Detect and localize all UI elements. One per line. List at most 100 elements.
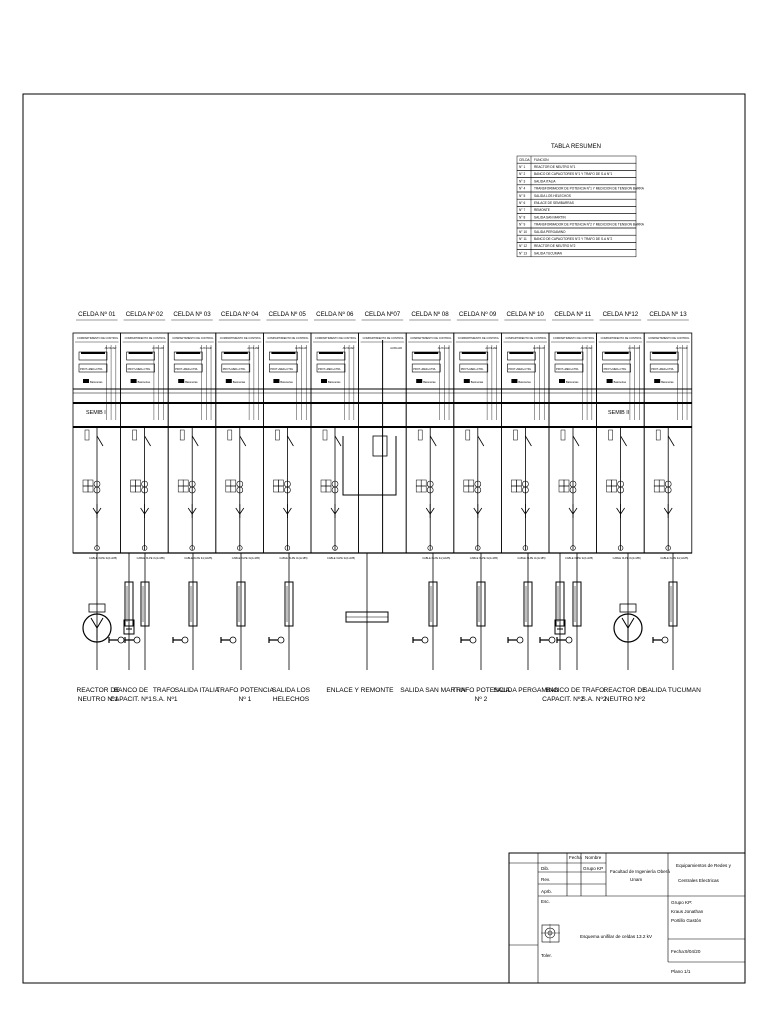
summary-cell-id: N° 3 [519, 179, 525, 183]
feeder-5 [220, 553, 246, 670]
feeder-label: SALIDA SAN MARTIN [400, 687, 466, 694]
indicator [130, 379, 137, 383]
cable-terminal-icon [284, 545, 291, 551]
indicator [559, 379, 565, 383]
auxiliary-label: AUXILIAR [152, 346, 164, 350]
summary-cell-function: TRANSFORMADOR DE POTENCIA N°1 Y MEDICION… [534, 187, 645, 191]
tb-group: Grupo KP [583, 866, 603, 871]
projection-symbol-icon [541, 924, 560, 943]
feeder-10 [507, 553, 533, 670]
cell-title: CELDA Nº 09 [459, 311, 497, 318]
summary-cell-function: SALIDA TUCUMAN [534, 251, 563, 255]
protection-label: PROT+MED+CTRL [556, 367, 579, 371]
cell-title: CELDA Nº 05 [269, 311, 307, 318]
feeder-label-line1: BANCO DE [114, 687, 149, 694]
protection-label: PROT+MED+CTRL [128, 367, 151, 371]
tb-team-3: Portillo Gastón [671, 918, 702, 923]
neutral-reactor-icon [613, 613, 643, 643]
protection-label: PROT+MED+CTRL [413, 367, 436, 371]
feeder-3 [124, 553, 150, 670]
summary-cell-function: BANCO DE CAPACITORES N°1 Y TRAFO DE S.A … [534, 172, 612, 176]
protection-label: PROT+MED+CTRL [270, 367, 293, 371]
auxiliary-label: AUXILIAR [295, 346, 307, 350]
compartment-label: COMPARTIMIENTO DE CONTROL [410, 336, 452, 340]
tb-rev: Rev. [541, 877, 550, 882]
compartment-label: COMPARTIMIENTO DE CONTROL [458, 336, 500, 340]
auxiliary-label: AUXILIAR [628, 346, 640, 350]
compartment-label: COMPARTIMIENTO DE CONTROL [172, 336, 214, 340]
indicator [416, 379, 423, 383]
feeder-label-line1: TRAFO POTENCIA [216, 687, 274, 694]
summary-title: TABLA RESUMEN [551, 144, 601, 150]
tb-nombre: Nombre [585, 855, 602, 860]
drawing-frame [22, 93, 746, 984]
cell-title: CELDA Nº07 [365, 311, 401, 318]
feeder-6 [268, 553, 294, 670]
feeder-label-line1: TRAFO. [582, 687, 606, 694]
feeder-label: SALIDA PERGAMINO [493, 687, 558, 694]
feeder-7 [345, 553, 389, 670]
feeder-label-line1: BANCO DE [546, 687, 581, 694]
protection-label: PROT+MED+CTRL [651, 367, 674, 371]
feeder-12 [556, 553, 582, 670]
summary-cell-function: REACTOR DE NEUTRO N°1 [534, 165, 576, 169]
protection-label: PROT+MED+CTRL [175, 367, 198, 371]
feeder-13 [613, 553, 643, 670]
auxiliary-label: AUXILIAR [438, 346, 450, 350]
feeder-label-line1: SALIDA LOS [272, 687, 311, 694]
tb-toler: Toler. [541, 953, 552, 958]
tb-team-2: Kraus Jonathan [671, 909, 704, 914]
indicator [511, 379, 518, 383]
feeder-label-line2: NEUTRO Nº1 [78, 696, 119, 703]
tb-course-1: Equipamientos de Redes y [676, 863, 732, 868]
auxiliary-label: AUXILIAR [390, 346, 402, 350]
summary-cell-id: N° 13 [519, 251, 527, 255]
summary-cell-id: N° 10 [519, 230, 527, 234]
cable-terminal-icon [665, 545, 671, 551]
indicator [654, 379, 661, 383]
cable-end-box [428, 581, 438, 627]
protection-label: PROT+MED+CTRL [318, 367, 341, 371]
cable-end-box [236, 581, 246, 627]
shutters-label: Batonerias [280, 380, 293, 384]
cable-end-box [523, 581, 533, 627]
shutters-label: Batonerias [566, 380, 579, 384]
semibar-left-label: SEMIB I [86, 410, 106, 416]
feeder-label-line2: HELECHOS [273, 696, 310, 703]
cable-terminal-icon [427, 545, 433, 551]
tb-esc: Esc. [541, 899, 550, 904]
capacitor-bank-icon [554, 619, 566, 635]
cable-label: CABLE XLPE 3x(1x185) [184, 556, 212, 560]
protection-label: PROT+MED+CTRL [604, 367, 627, 371]
cable-terminal-icon [141, 545, 148, 551]
auxiliary-label: AUXILIAR [533, 346, 545, 350]
summary-cell-id: N° 4 [519, 187, 525, 191]
cell-title: CELDA Nº 01 [78, 311, 116, 318]
compartment-label: COMPARTIMIENTO DE CONTROL [601, 336, 643, 340]
semibar-right-label: SEMIB II [608, 410, 629, 416]
cable-end-box [284, 581, 294, 627]
compartment-label: COMPARTIMIENTO DE CONTROL [505, 336, 547, 340]
tb-drawing-title: Esquema unifilar de celdas 13.2 kV [580, 934, 653, 939]
tb-fecha: Fecha [569, 855, 582, 860]
summary-cell-function: ENLACE DE SEMIBARRAS [534, 201, 574, 205]
auxiliary-label: AUXILIAR [581, 346, 593, 350]
tb-course-2: Centrales Electricas [678, 878, 720, 883]
feeder-1 [82, 553, 112, 670]
feeder-label-line2: Nº 2 [475, 696, 488, 703]
cable-terminal-icon [475, 545, 481, 551]
compartment-label: COMPARTIMIENTO DE CONTROL [267, 336, 309, 340]
shutters-label: Batonerias [423, 380, 436, 384]
protection-label: PROT+MED+CTRL [461, 367, 484, 371]
feeder-label-line1: SALIDA ITALIA [175, 687, 220, 694]
feeder-label: TRAFO.S.A. Nº2 [581, 687, 606, 703]
